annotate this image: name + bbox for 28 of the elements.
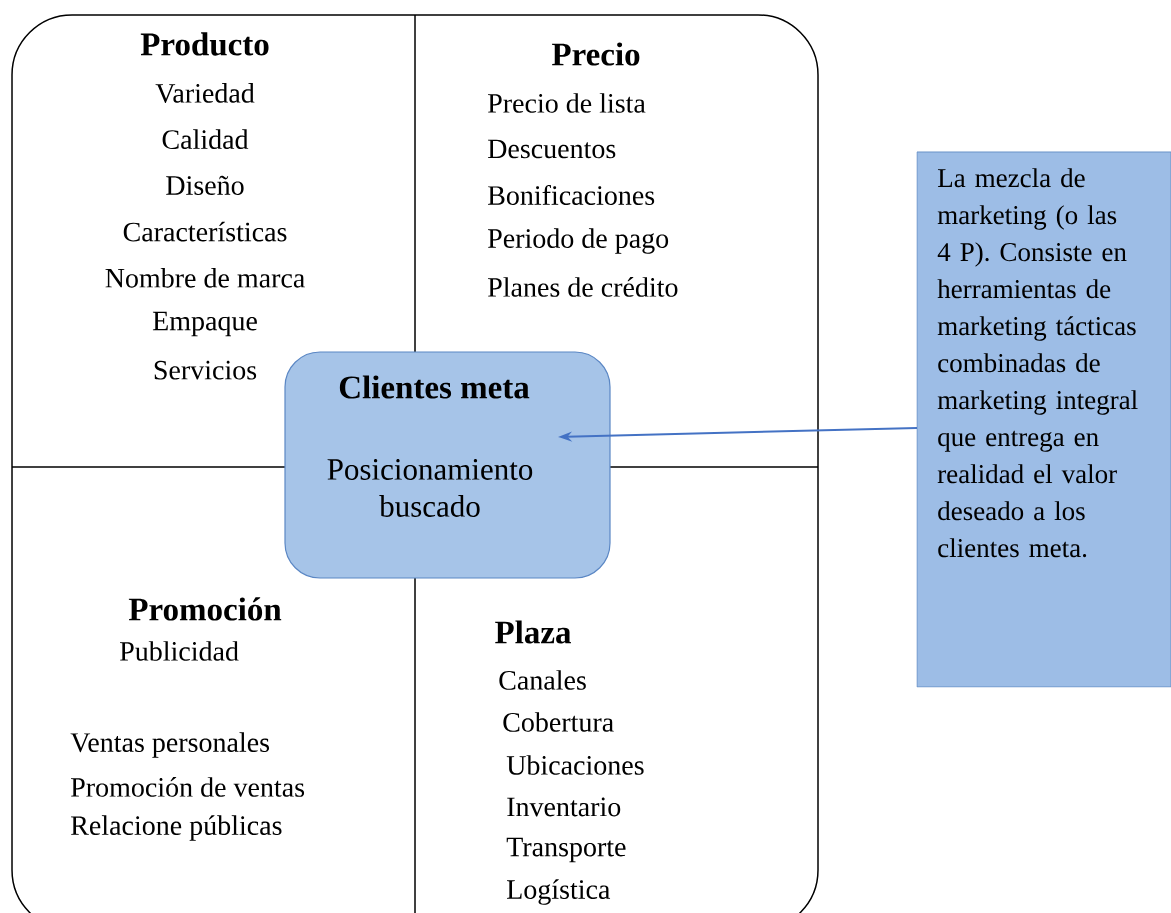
list-item: Publicidad xyxy=(120,641,239,661)
note-box: La mezcla de marketing (o las 4 P). Consiste en herramientas de marketing tácticas combinadas de marketing integral que entrega en realidad el valor deseado a los clientes meta. xyxy=(916,151,1171,688)
list-item: Nombre de marca xyxy=(105,267,305,288)
list-item: Planes de crédito xyxy=(488,277,678,297)
list-item: Inventario xyxy=(507,797,621,817)
list-item: Precio de lista xyxy=(488,93,646,113)
list-item: Bonificaciones xyxy=(488,185,655,205)
heading: Plaza xyxy=(495,620,571,644)
list-item: Periodo de pago xyxy=(488,228,669,254)
list-item: Canales xyxy=(499,670,586,690)
list-item: Cobertura xyxy=(503,712,614,732)
list-item: Empaque xyxy=(152,311,257,337)
list-item: Diseño xyxy=(166,175,244,195)
center-box: Clientes meta Posicionamiento buscado xyxy=(284,351,611,579)
list-item: Servicios xyxy=(154,360,257,380)
list-item: Promoción de ventas xyxy=(71,777,305,797)
list-item: Logística xyxy=(507,879,611,905)
heading: Promoción xyxy=(128,597,282,621)
list-item: Descuentos xyxy=(488,139,616,159)
heading: Producto xyxy=(140,32,269,56)
list-item: Transporte xyxy=(506,837,626,863)
heading: Precio xyxy=(552,42,640,66)
list-item: Ventas personales xyxy=(70,732,270,758)
list-item: Variedad xyxy=(155,83,255,103)
list-item: Ubicaciones xyxy=(506,755,644,775)
list-item: Calidad xyxy=(162,129,249,150)
list-item: Características xyxy=(123,221,287,242)
list-item: Relacione públicas xyxy=(71,815,282,841)
